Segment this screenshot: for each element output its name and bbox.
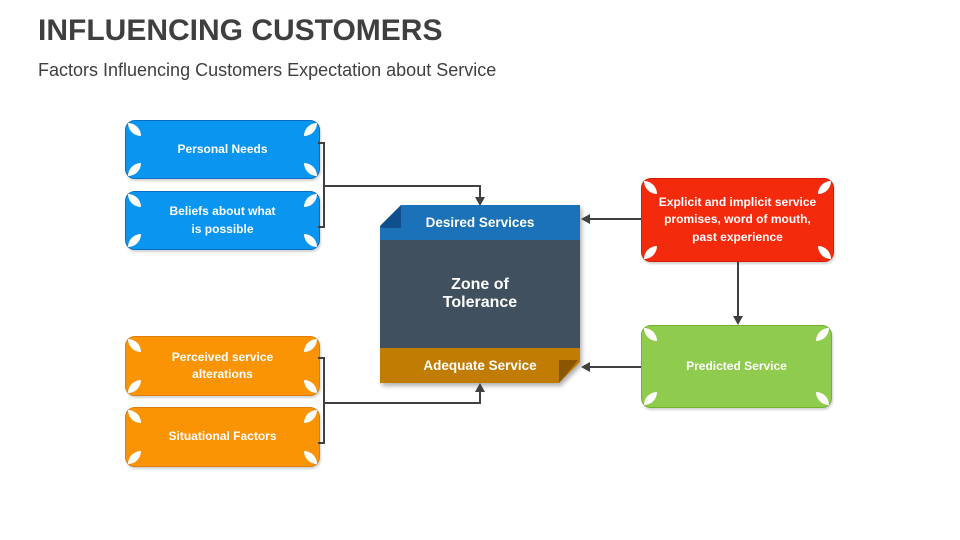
box-explicit-implicit-promises: Explicit and implicit service promises, … [641,178,834,262]
corner-petal-icon [304,339,317,352]
zone-of-tolerance-stack: Desired Services Zone of Tolerance Adequ… [380,205,580,383]
box-label: Explicit and implicit service promises, … [658,194,817,244]
bar-label: Adequate Service [423,358,537,373]
corner-petal-icon [304,451,317,464]
corner-petal-icon [304,123,317,136]
corner-petal-icon [304,410,317,423]
corner-petal-icon [128,451,141,464]
box-label: Personal Needs [177,141,268,156]
corner-petal-icon [304,380,317,393]
connector-line [323,402,481,404]
slide-title: INFLUENCING CUSTOMERS [38,14,443,47]
corner-petal-icon [304,194,317,207]
box-label: Situational Factors [168,429,277,444]
corner-petal-icon [304,163,317,176]
connector-line [318,142,325,144]
connector-line [318,357,325,359]
arrowhead-left-icon [581,362,590,372]
folded-corner-icon [559,360,580,383]
arrowhead-down-icon [475,197,485,206]
corner-petal-icon [128,194,141,207]
corner-petal-icon [644,246,657,259]
corner-petal-icon [128,163,141,176]
box-beliefs-about-possible: Beliefs about what is possible [125,191,320,250]
corner-petal-icon [128,339,141,352]
box-label: Predicted Service [686,358,787,373]
arrowhead-down-icon [733,316,743,325]
box-perceived-service-alterations: Perceived service alterations [125,336,320,396]
corner-petal-icon [128,234,141,247]
bar-zone-of-tolerance: Zone of Tolerance [380,240,580,348]
bar-adequate-service: Adequate Service [380,348,580,383]
corner-petal-icon [818,181,831,194]
connector-line [323,185,481,187]
corner-petal-icon [644,328,657,341]
connector-line [318,226,325,228]
corner-petal-icon [128,410,141,423]
connector-line [318,442,325,444]
connector-line [737,262,739,317]
box-label: Beliefs about what is possible [169,204,276,236]
connector-line [323,357,325,444]
corner-petal-icon [128,123,141,136]
connector-line [589,366,641,368]
slide-subtitle: Factors Influencing Customers Expectatio… [38,60,497,80]
arrowhead-left-icon [581,214,590,224]
corner-petal-icon [816,328,829,341]
box-situational-factors: Situational Factors [125,407,320,467]
box-predicted-service: Predicted Service [641,325,832,408]
box-personal-needs: Personal Needs [125,120,320,179]
connector-line [589,218,641,220]
corner-petal-icon [818,246,831,259]
connector-line [479,391,481,404]
folded-corner-icon [380,205,401,228]
bar-desired-services: Desired Services [380,205,580,240]
bar-label: Zone of Tolerance [442,276,518,311]
box-label: Perceived service alterations [171,349,274,381]
corner-petal-icon [644,181,657,194]
arrowhead-up-icon [475,383,485,392]
bar-label: Desired Services [425,215,535,230]
corner-petal-icon [304,234,317,247]
corner-petal-icon [816,392,829,405]
corner-petal-icon [128,380,141,393]
connector-line [479,185,481,198]
corner-petal-icon [644,392,657,405]
